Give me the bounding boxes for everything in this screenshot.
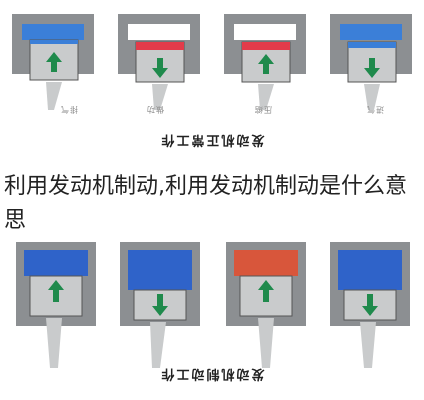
cylinder-exhaust bbox=[12, 14, 94, 110]
combustion-chamber bbox=[128, 24, 190, 40]
connecting-rod bbox=[46, 82, 62, 110]
cylinder-compression bbox=[224, 14, 306, 110]
page-caption: 利用发动机制动,利用发动机制动是什么意思 bbox=[4, 174, 407, 233]
normal-operation-diagram: 排气 做功 压缩 进气 发动机正常工作 bbox=[0, 0, 424, 160]
connecting-rod bbox=[150, 322, 166, 368]
brake-cylinder-3 bbox=[226, 242, 306, 368]
combustion-chamber bbox=[128, 250, 192, 290]
arrow-down-icon bbox=[152, 294, 168, 316]
piston-crown bbox=[348, 42, 396, 48]
brake-cylinder-2 bbox=[120, 242, 200, 368]
piston-crown bbox=[242, 42, 290, 50]
combustion-chamber bbox=[338, 250, 402, 290]
arrow-down-icon bbox=[362, 294, 378, 316]
combustion-chamber bbox=[24, 250, 88, 276]
combustion-chamber bbox=[22, 24, 84, 40]
connecting-rod bbox=[360, 322, 376, 368]
stroke-label-exhaust: 排气 bbox=[60, 105, 78, 114]
combustion-chamber bbox=[340, 24, 402, 40]
stroke-label-compression: 压缩 bbox=[254, 105, 272, 114]
connecting-rod bbox=[258, 318, 274, 368]
arrow-up-icon bbox=[48, 280, 64, 302]
engine-braking-title: 发动机制动工作 bbox=[159, 366, 265, 381]
arrow-up-icon bbox=[258, 54, 274, 74]
engine-braking-diagram: 发动机制动工作 bbox=[0, 208, 424, 400]
arrow-down-icon bbox=[364, 58, 380, 78]
engine-braking-engines bbox=[16, 242, 410, 368]
cylinder-power bbox=[118, 14, 200, 110]
brake-cylinder-1 bbox=[16, 242, 96, 368]
cylinder-intake bbox=[330, 14, 412, 110]
connecting-rod bbox=[46, 318, 62, 368]
piston-crown bbox=[136, 42, 184, 50]
arrow-down-icon bbox=[152, 58, 168, 78]
normal-operation-title: 发动机正常工作 bbox=[159, 132, 265, 147]
combustion-chamber bbox=[234, 24, 296, 40]
connecting-rod bbox=[258, 84, 274, 110]
combustion-chamber bbox=[234, 250, 298, 276]
arrow-up-icon bbox=[46, 52, 62, 72]
stroke-label-intake: 进气 bbox=[366, 105, 384, 114]
stroke-label-power: 做功 bbox=[146, 105, 164, 114]
connecting-rod bbox=[364, 84, 380, 110]
piston-crown bbox=[30, 40, 78, 44]
brake-cylinder-4 bbox=[330, 242, 410, 368]
arrow-up-icon bbox=[258, 280, 274, 302]
normal-operation-engines bbox=[12, 14, 412, 110]
connecting-rod bbox=[152, 84, 168, 110]
